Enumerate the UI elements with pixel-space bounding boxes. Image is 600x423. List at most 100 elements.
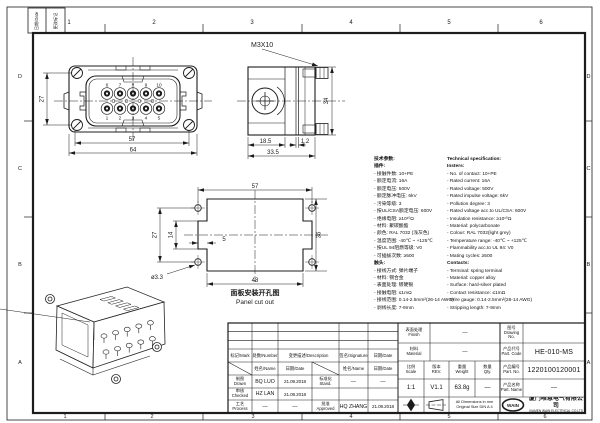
svg-text:6: 6 xyxy=(106,83,109,89)
spec-line-en: - Colour: RAL 7032(light grey) xyxy=(447,231,511,237)
border-row-label: B xyxy=(586,262,591,268)
spec-line-en: - Insulation resistance: ≥10¹⁰Ω xyxy=(447,216,512,222)
spec-line-cn: - 污染等级: 3 xyxy=(374,201,402,207)
tb-scale-value: 1:1 xyxy=(406,385,416,391)
spec-line-en: - Mating cycles: ≥500 xyxy=(447,253,493,259)
tb-rev-value: V1.1 xyxy=(430,385,443,391)
spec-line-en: Technical specification: xyxy=(447,157,502,162)
spec-line-en: - Material: copper alloy xyxy=(447,276,496,281)
dim-side-plate: 1.2 xyxy=(301,139,310,145)
tb-process-date: — xyxy=(292,403,298,410)
spec-line-cn: - 接线范围: 0.14-2.5mm²(26-14 AWG) xyxy=(374,298,454,304)
spec-line-en: - Material: polycarbonate xyxy=(447,223,500,229)
svg-text:9: 9 xyxy=(145,83,148,89)
projection-symbol-side xyxy=(428,399,444,411)
svg-text:5: 5 xyxy=(158,116,161,122)
spec-line-en: - No. of contact: 10+PE xyxy=(447,171,497,177)
spec-line-cn: 触头: xyxy=(374,261,386,267)
svg-text:7: 7 xyxy=(119,83,122,89)
border-col-label: 2 xyxy=(150,413,154,420)
svg-text:4: 4 xyxy=(145,116,148,122)
border-col-label: 6 xyxy=(539,20,543,26)
dim-cutout-holes: 27 xyxy=(153,231,159,238)
dim-cutout-height: 36 xyxy=(317,231,323,238)
spec-line-en: - Wire gauge: 0.14-2.5mm²(26-14 AWG) xyxy=(447,298,533,304)
spec-line-cn: - 颜色: RAL 7032 (浅灰色) xyxy=(374,231,430,237)
svg-text:3: 3 xyxy=(132,116,135,122)
border-col-label: 3 xyxy=(251,413,255,420)
spec-line-cn: - 接触件数: 10+PE xyxy=(374,171,414,177)
tb-checked-name: HZ LAN xyxy=(255,391,275,397)
cutout-caption-en: Panel cut out xyxy=(236,299,274,306)
front-view xyxy=(54,57,212,141)
tb-sub-name2: 姓名/Name xyxy=(342,365,365,371)
border-col-label: 2 xyxy=(152,20,156,26)
tb-sub-date1: 日期/Date xyxy=(285,365,305,371)
tb-drawn-name: BQ LUO xyxy=(255,378,275,385)
tb-stand-date: — xyxy=(380,378,386,385)
m3-screw-bottom xyxy=(302,123,329,135)
spec-line-en: - Flammability acc.to UL 94: V0 xyxy=(447,246,514,252)
spec-line-en: - Rated current: 16A xyxy=(447,179,491,185)
dim-front-height: 27 xyxy=(40,95,46,102)
front-view-dimensions xyxy=(43,72,198,156)
spec-line-en: - Rated voltage: 500V xyxy=(447,186,494,192)
dim-cutout-step: 5 xyxy=(222,237,226,243)
tb-qty-value: — xyxy=(484,385,491,391)
tb-header-date: 日期/Date xyxy=(373,352,393,358)
tb-drawn-date: 21.09.2018 xyxy=(284,379,306,384)
border-col-label: 6 xyxy=(543,413,547,420)
border-row-label: C xyxy=(18,166,22,172)
dim-cutout-top: 57 xyxy=(252,184,259,190)
border-col-label: 4 xyxy=(349,20,353,26)
dim-cutout-notch: 14 xyxy=(169,231,175,238)
dim-side-total: 33.5 xyxy=(267,150,279,156)
corner-cell-revmark: 更改标记 xyxy=(52,12,58,29)
cutout-hole-label: ø3.3 xyxy=(151,275,164,281)
spec-line-en: Insters: xyxy=(447,164,465,170)
spec-line-en: - Temperature range: -40℃ ~ +125℃ xyxy=(447,238,528,244)
svg-text:8: 8 xyxy=(132,83,135,89)
border-row-label: A xyxy=(18,360,22,366)
spec-line-cn: - 表面处理: 镀硬银 xyxy=(374,283,414,289)
cutout-dimensions xyxy=(157,187,327,287)
border-row-label: B xyxy=(18,262,22,268)
tb-checked-date: 21.09.2018 xyxy=(284,391,306,397)
spec-line-en: - Pollution degree: 3 xyxy=(447,201,490,207)
border-col-label: 3 xyxy=(250,20,254,26)
tb-header-description: 变更描述/Description xyxy=(288,352,329,358)
dim-side-height: 34 xyxy=(324,97,330,104)
tb-drawing-no-value xyxy=(523,323,585,343)
corner-cell-date: 日期/Date xyxy=(34,11,39,30)
cutout-caption-cn: 面板安装开孔图 xyxy=(231,288,280,297)
company-logo: WAIN xyxy=(501,398,525,412)
tb-header-signature: 签名/Signature xyxy=(339,352,368,358)
spec-list-en: Technical specification: Insters:- No. of… xyxy=(447,156,561,312)
tb-sub-date2: 日期/Date xyxy=(373,365,393,371)
border-col-label: 5 xyxy=(447,413,451,420)
border-col-label: 1 xyxy=(67,20,71,26)
tb-stand-name: — xyxy=(350,378,357,385)
spec-line-cn: 插件: xyxy=(374,164,386,170)
isometric-view xyxy=(0,286,166,384)
isometric-screws xyxy=(45,294,162,384)
tb-header-number: 处数/Number xyxy=(252,352,278,358)
mounting-screws xyxy=(71,67,195,131)
spec-line-cn: - 接线方式: 弹片端子 xyxy=(374,268,418,274)
dim-front-screw-spacing: 57 xyxy=(129,137,136,143)
spec-line-cn: - 材料: 铜合金 xyxy=(374,276,404,281)
svg-text:2: 2 xyxy=(119,116,122,122)
